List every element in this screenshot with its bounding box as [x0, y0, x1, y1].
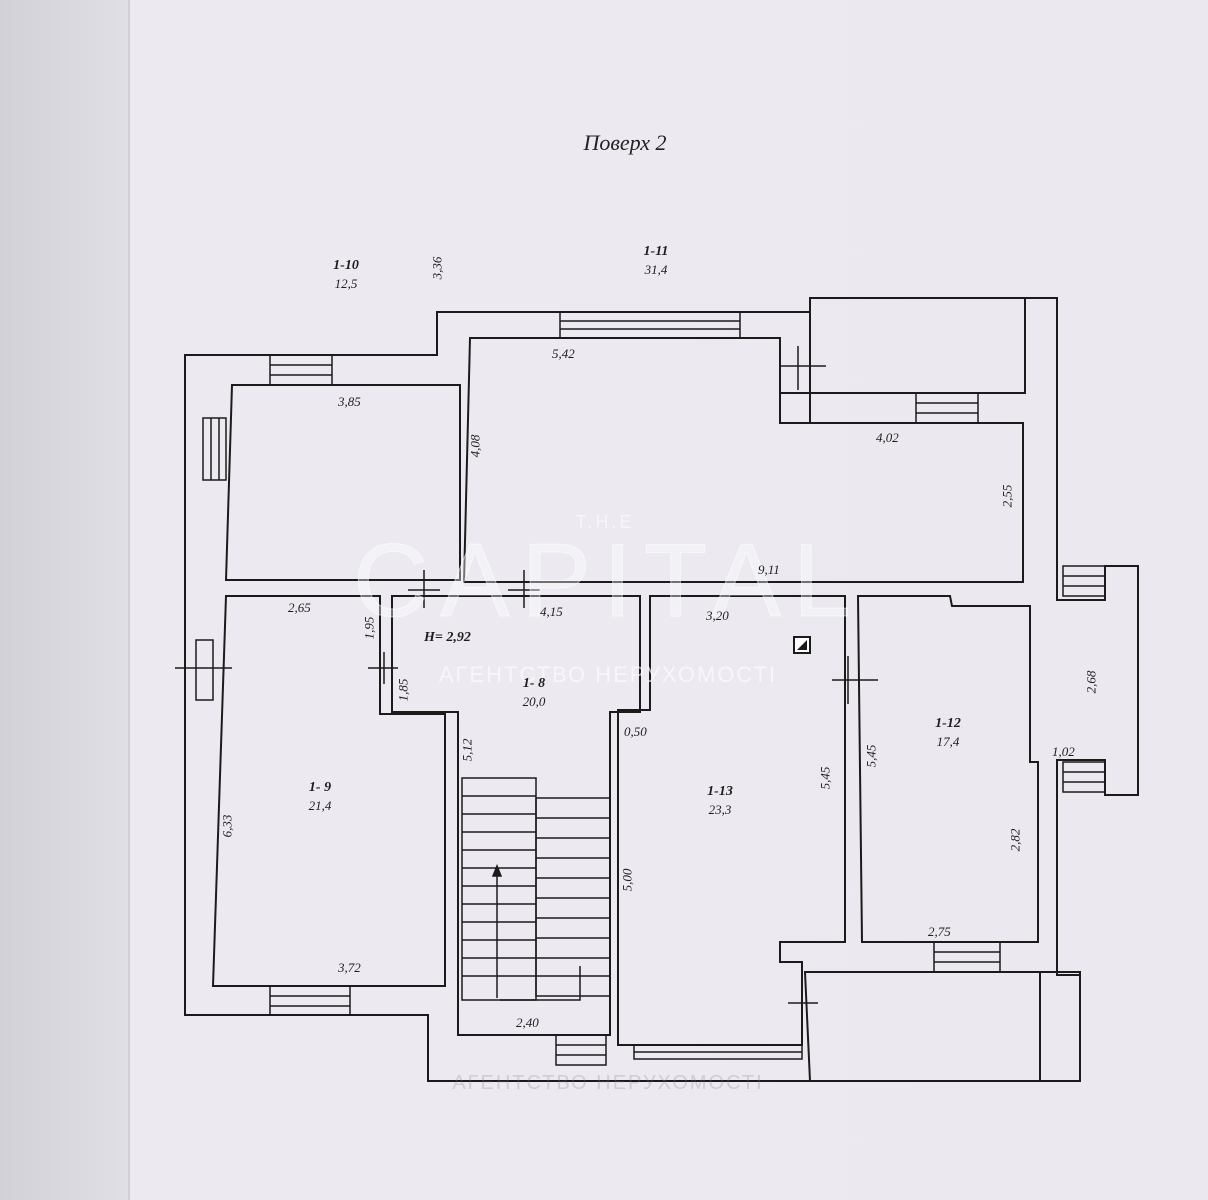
dim-5-42: 5,42 [552, 346, 575, 361]
dim-4-15: 4,15 [540, 604, 563, 619]
staircase [461, 777, 611, 1001]
room-1-13-wall [617, 595, 846, 1046]
dim-2-75: 2,75 [928, 924, 951, 939]
dim-5-00: 5,00 [619, 868, 635, 892]
room-1-9-area: 21,4 [308, 798, 332, 813]
room-1-13-id: 1-13 [707, 784, 733, 799]
dim-3-36: 3,36 [429, 256, 445, 280]
room-1-10-wall [224, 384, 461, 581]
room-1-8-wall [391, 595, 641, 1036]
dim-1-02: 1,02 [1052, 744, 1075, 759]
dim-2-65: 2,65 [288, 600, 311, 615]
room-1-12-id: 1-12 [935, 716, 961, 731]
dim-5-45-a: 5,45 [817, 766, 833, 790]
dim-5-45-b: 5,45 [863, 744, 879, 768]
height-label: H= 2,92 [424, 630, 471, 645]
room-1-11-wall [462, 337, 1024, 583]
page-edge [128, 0, 130, 1200]
dim-2-55: 2,55 [999, 484, 1015, 508]
watermark-sub-faded: АГЕНТСТВО НЕРУХОМОСТІ [452, 1072, 764, 1094]
dim-2-40: 2,40 [516, 1015, 539, 1030]
room-1-10-id: 1-10 [333, 258, 359, 273]
dim-0-50: 0,50 [624, 724, 647, 739]
room-1-9-id: 1- 9 [308, 780, 332, 795]
dim-2-82: 2,82 [1007, 828, 1023, 852]
dim-2-68: 2,68 [1083, 670, 1099, 694]
watermark-sub: АГЕНТСТВО НЕРУХОМОСТІ [438, 662, 778, 687]
door-marks [175, 346, 878, 1016]
watermark-brand: CAPITAL [353, 523, 863, 640]
room-1-12-area: 17,4 [936, 734, 960, 749]
outer-wall [184, 297, 1139, 1082]
room-1-8-area: 20,0 [522, 694, 546, 709]
dim-6-33: 6,33 [219, 814, 235, 838]
room-1-12-wall [856, 595, 1039, 943]
room-1-9-wall [211, 595, 446, 987]
dim-1-95: 1,95 [361, 616, 377, 640]
dim-3-20: 3,20 [706, 608, 729, 623]
room-1-11-area: 31,4 [644, 262, 668, 277]
balcony-top [779, 297, 1026, 424]
room-1-10-area: 12,5 [334, 276, 358, 291]
floor-title: Поверх 2 [583, 130, 667, 155]
dim-5-12: 5,12 [459, 738, 475, 762]
dim-4-08: 4,08 [467, 434, 483, 458]
vent-icon [793, 636, 811, 654]
room-1-13-area: 23,3 [708, 802, 732, 817]
dim-3-85: 3,85 [338, 394, 361, 409]
balcony-bottom [803, 971, 1081, 1082]
watermark-top: T.H.E [575, 512, 635, 532]
windows [195, 311, 1106, 1066]
room-1-11-id: 1-11 [643, 244, 669, 259]
dim-9-11: 9,11 [758, 562, 780, 577]
dim-1-85: 1,85 [395, 678, 411, 702]
dim-4-02: 4,02 [876, 430, 899, 445]
room-1-8-id: 1- 8 [522, 676, 546, 691]
book-gutter [0, 0, 130, 1200]
dim-3-72: 3,72 [338, 960, 361, 975]
